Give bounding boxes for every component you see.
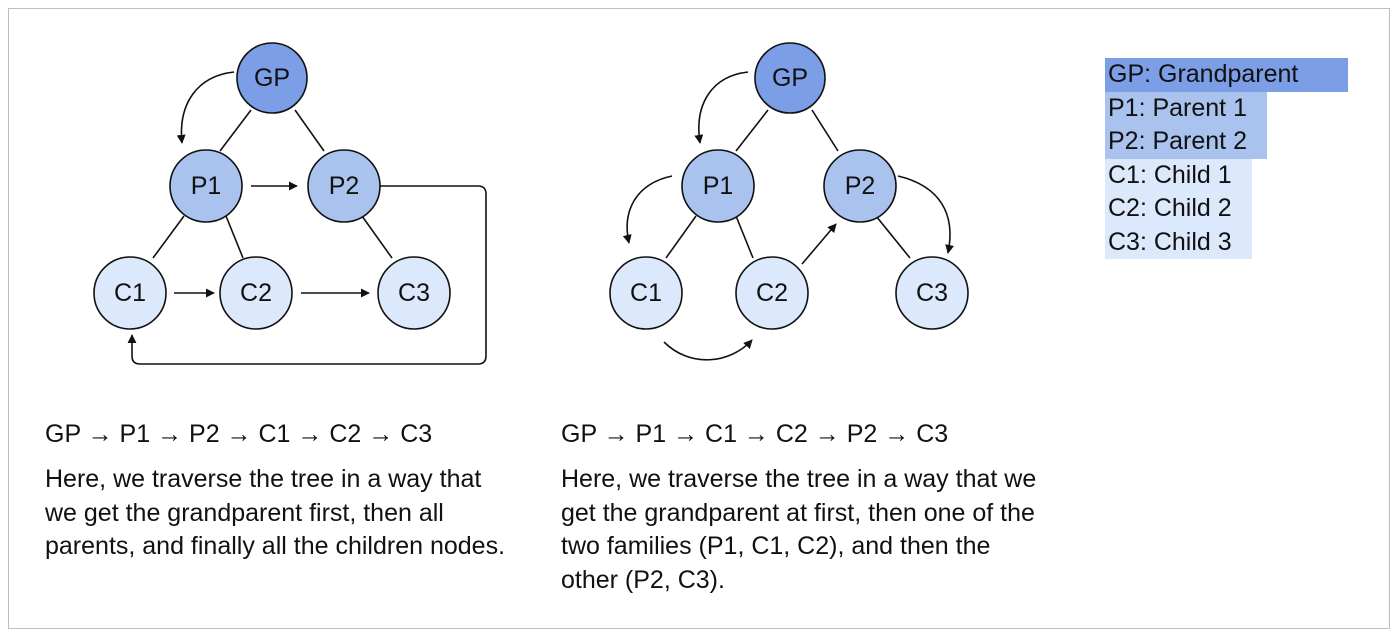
d1-edge-p1-c1 xyxy=(152,215,185,259)
d1-edge-gp-p1 xyxy=(219,109,252,152)
d1-edge-gp-p2 xyxy=(294,109,325,152)
legend-item-child-3: C3: Child 3 xyxy=(1105,225,1252,259)
d2-label-p1: P1 xyxy=(703,172,734,200)
diagram2-sequence: GP → P1 → C1 → C2 → P2 → C3 xyxy=(561,420,949,448)
d2-edge-gp-p2 xyxy=(811,109,839,152)
d1-label-p1: P1 xyxy=(191,172,222,200)
d1-node-c3 xyxy=(377,256,451,330)
d1-node-p2 xyxy=(307,149,381,223)
diagram2-edges xyxy=(665,109,911,259)
d1-node-c2 xyxy=(219,256,293,330)
diagram2-node-labels: GP P1 P2 C1 C2 C3 xyxy=(630,64,948,307)
d2-node-p2 xyxy=(823,149,897,223)
diagram2-arrows xyxy=(622,71,955,361)
d1-node-p1 xyxy=(169,149,243,223)
d2-label-gp: GP xyxy=(772,64,808,92)
legend-item-grandparent: GP: Grandparent xyxy=(1105,58,1348,92)
d2-arrow-p2-to-c3 xyxy=(897,175,955,254)
d2-node-c2 xyxy=(735,256,809,330)
d1-arrow-p2-to-c1 xyxy=(127,185,487,365)
d1-label-c1: C1 xyxy=(114,279,146,307)
d1-label-gp: GP xyxy=(254,64,290,92)
d1-label-c2: C2 xyxy=(240,279,272,307)
d1-node-c1 xyxy=(93,256,167,330)
d2-label-c2: C2 xyxy=(756,279,788,307)
d2-label-p2: P2 xyxy=(845,172,876,200)
d2-arrow-c2-to-p2 xyxy=(801,223,837,265)
diagram1-sequence: GP → P1 → P2 → C1 → C2 → C3 xyxy=(45,420,433,448)
legend-item-child-1: C1: Child 1 xyxy=(1105,158,1252,192)
diagram1-node-labels: GP P1 P2 C1 C2 C3 xyxy=(114,64,430,307)
legend-item-child-2: C2: Child 2 xyxy=(1105,192,1252,226)
diagram1-arrows xyxy=(127,71,487,365)
figure-frame xyxy=(8,8,1390,629)
d2-label-c3: C3 xyxy=(916,279,948,307)
d1-node-gp xyxy=(236,42,308,114)
diagram1-description: Here, we traverse the tree in a way that… xyxy=(45,465,506,560)
diagram2-nodes xyxy=(609,42,969,330)
d2-edge-gp-p1 xyxy=(735,109,769,152)
d2-node-c1 xyxy=(609,256,683,330)
diagram1-nodes xyxy=(93,42,451,330)
d1-label-c3: C3 xyxy=(398,279,430,307)
d2-node-p1 xyxy=(681,149,755,223)
d2-arrow-c1-to-c2 xyxy=(663,339,753,361)
d2-node-gp xyxy=(754,42,826,114)
d1-edge-p1-c2 xyxy=(225,215,244,259)
legend-item-parent-2: P2: Parent 2 xyxy=(1105,125,1267,159)
d2-label-c1: C1 xyxy=(630,279,662,307)
d2-arrow-p1-to-c1 xyxy=(622,175,673,244)
diagram2-description: Here, we traverse the tree in a way that… xyxy=(561,465,1037,594)
d2-edge-p2-c3 xyxy=(875,215,911,259)
diagram1-edges xyxy=(152,109,393,259)
d2-edge-p1-c1 xyxy=(665,215,697,259)
legend-item-parent-1: P1: Parent 1 xyxy=(1105,91,1267,125)
d1-edge-p2-c3 xyxy=(361,215,393,259)
legend: GP: Grandparent P1: Parent 1 P2: Parent … xyxy=(1105,58,1348,259)
d2-edge-p1-c2 xyxy=(735,215,754,259)
d1-label-p2: P2 xyxy=(329,172,360,200)
d2-node-c3 xyxy=(895,256,969,330)
d1-arrow-gp-to-p1 xyxy=(176,71,235,144)
d2-arrow-gp-to-p1 xyxy=(694,71,749,144)
